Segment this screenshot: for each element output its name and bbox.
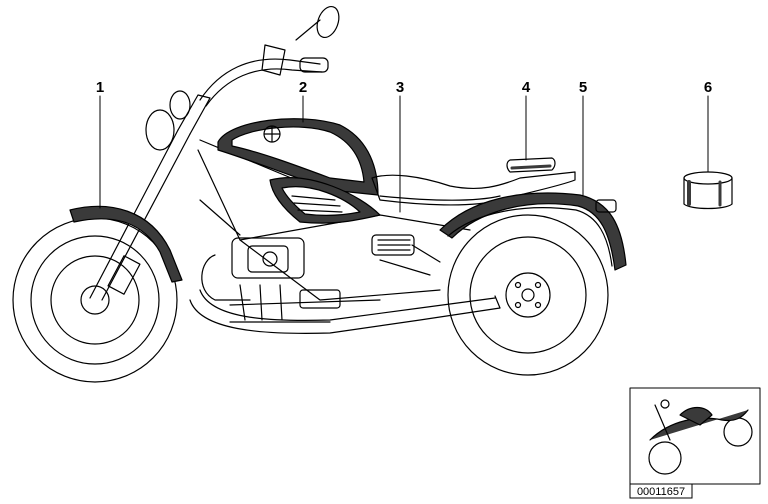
rear-fender [439, 192, 627, 271]
paint-pen [683, 171, 733, 210]
rear-shock [371, 234, 441, 263]
callout-4: 4 [522, 79, 531, 96]
callout-2: 2 [299, 79, 307, 96]
front-fork [89, 94, 211, 301]
seat [371, 171, 576, 206]
front-fender [69, 205, 183, 283]
leader-lines [99, 95, 709, 213]
inset-thumbnail [629, 387, 761, 485]
handlebar [145, 5, 340, 151]
reference-number: 00011657 [637, 486, 685, 498]
engine [201, 237, 431, 323]
front-wheel [12, 217, 178, 383]
fuel-tank [217, 118, 379, 196]
reference-box: 00011657 [629, 483, 693, 499]
seat-pad [506, 157, 556, 173]
callout-5: 5 [579, 79, 587, 96]
side-cover [269, 177, 381, 224]
callout-6: 6 [704, 79, 712, 96]
rear-wheel [447, 214, 609, 376]
exhaust [189, 289, 501, 334]
callout-3: 3 [396, 79, 404, 96]
callout-1: 1 [96, 79, 104, 96]
